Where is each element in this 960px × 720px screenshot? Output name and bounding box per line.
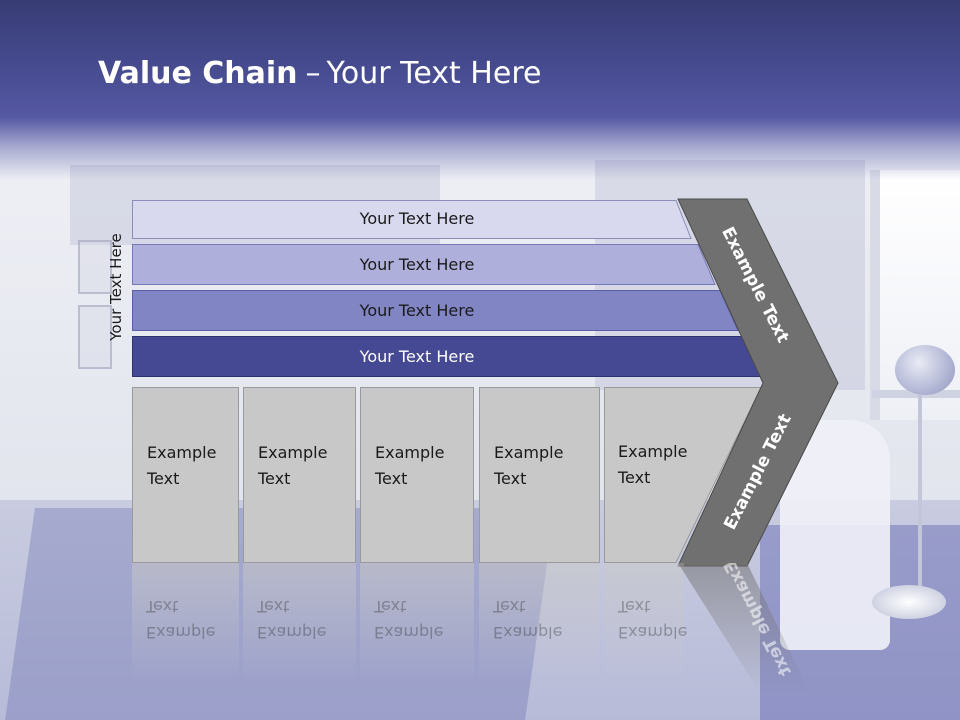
bar-2-shape (132, 244, 716, 285)
background-lamp-pole (918, 395, 922, 595)
box-3-label: Example Text (375, 443, 445, 488)
box-2[interactable]: Example Text (243, 387, 356, 563)
side-label: Your Text Here (107, 233, 125, 341)
bar-1-shape (132, 200, 692, 239)
box-5-label: Example Text (618, 442, 688, 487)
title-dash: – (305, 56, 321, 91)
box-1[interactable]: Example Text (132, 387, 239, 563)
title-rest: Your Text Here (326, 56, 542, 91)
box-4[interactable]: Example Text (479, 387, 600, 563)
bar-3-shape (132, 290, 739, 331)
bar-4-label: Your Text Here (359, 347, 475, 366)
background-frame (78, 240, 112, 294)
reflection-box: Example Text (243, 563, 356, 683)
title-bold: Value Chain (98, 56, 298, 91)
bar-3-fill (132, 290, 739, 331)
reflection: Example Text Example Text Example Text E… (0, 563, 960, 720)
header-band (0, 0, 960, 180)
chevron-arrow (677, 198, 839, 567)
slide-title: Value Chain–Your Text Here (98, 54, 541, 94)
reflection-text: Example Text (257, 597, 327, 642)
box-5[interactable]: Example Text (604, 387, 764, 563)
bar-2-fill (132, 244, 716, 285)
box-2-label: Example Text (258, 443, 328, 488)
reflection-box: Example Text (604, 563, 687, 683)
reflection-text: Example Text (493, 597, 563, 642)
background-lamp-base (872, 585, 946, 619)
reflection-box: Example Text (479, 563, 600, 683)
reflection-box: Example Text (360, 563, 474, 683)
bar-1-label: Your Text Here (359, 209, 475, 228)
reflection-text: Example Text (374, 597, 444, 642)
box-5-fill (604, 387, 762, 563)
bar-1-fill (132, 200, 692, 239)
background-lamp-shade (895, 345, 955, 395)
background-frame (78, 305, 112, 369)
box-5-shape (604, 387, 762, 563)
chevron-fill (677, 198, 839, 567)
box-4-label: Example Text (494, 443, 564, 488)
box-1-label: Example Text (147, 443, 217, 488)
bar-3-label: Your Text Here (359, 301, 475, 320)
bar-2-label: Your Text Here (359, 255, 475, 274)
reflection-chevron (678, 563, 810, 693)
reflection-box: Example Text (132, 563, 239, 683)
reflection-text: Example Text (146, 597, 216, 642)
box-3[interactable]: Example Text (360, 387, 474, 563)
reflection-chevron-fill (678, 563, 810, 693)
